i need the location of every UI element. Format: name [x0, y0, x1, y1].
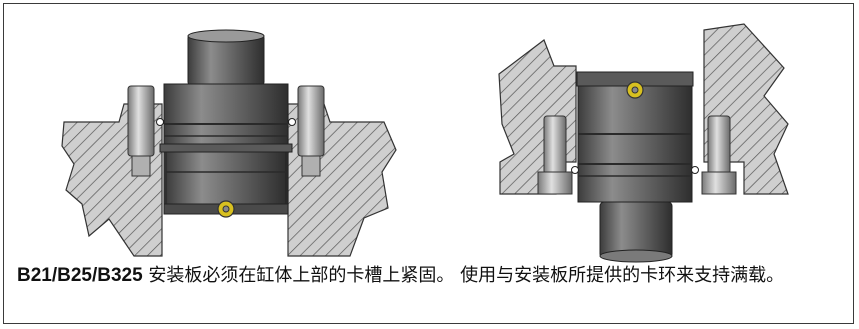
figure-frame: B21/B25/B325 安装板必须在缸体上部的卡槽上紧固。 使用与安装板所提供… — [3, 3, 854, 324]
left-cylinder-figure — [61, 29, 397, 257]
mounting-illustration — [61, 23, 789, 263]
caption-text: 安装板必须在缸体上部的卡槽上紧固。 使用与安装板所提供的卡环来支持满载。 — [142, 265, 785, 286]
left-bolt-2 — [297, 85, 325, 157]
right-bolt-1 — [543, 115, 567, 175]
right-bolt-2 — [707, 115, 731, 175]
figure-caption: B21/B25/B325 安装板必须在缸体上部的卡槽上紧固。 使用与安装板所提供… — [17, 262, 853, 289]
model-numbers: B21/B25/B325 — [17, 265, 143, 286]
right-cylinder-body — [577, 85, 693, 203]
left-bolt-1 — [127, 85, 155, 157]
right-cylinder-figure — [498, 23, 789, 263]
